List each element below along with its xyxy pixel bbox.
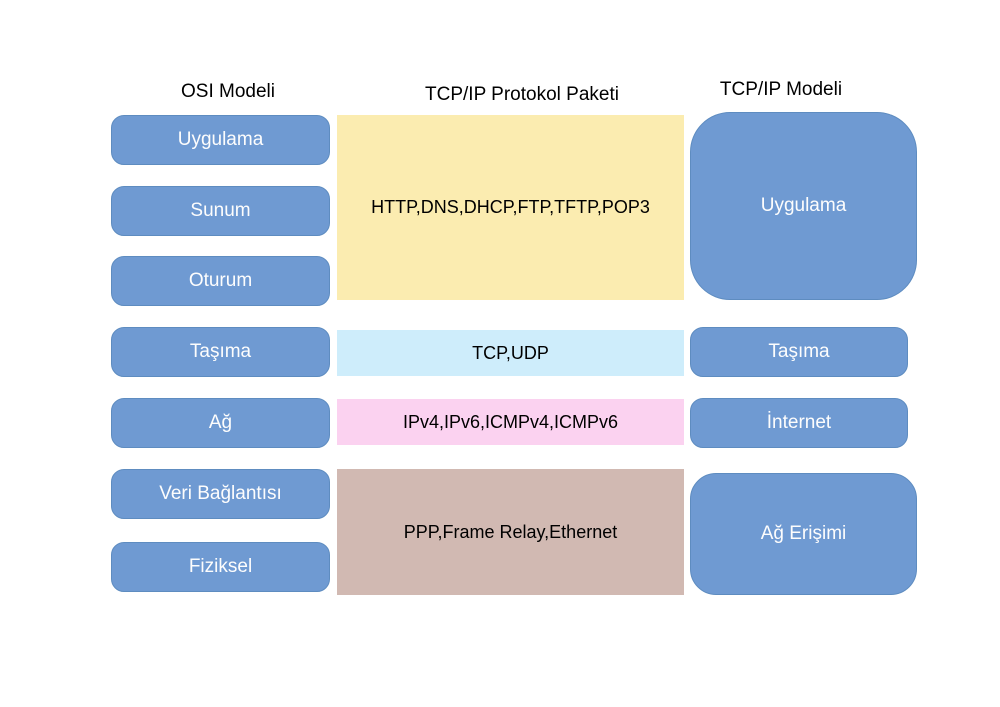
osi-model-header: OSI Modeli (181, 81, 275, 102)
tcpip-layer-transport: Taşıma (690, 327, 908, 377)
protocol-group-transport: TCP,UDP (337, 330, 684, 376)
tcpip-layer-internet: İnternet (690, 398, 908, 448)
protocol-group-network-access: PPP,Frame Relay,Ethernet (337, 469, 684, 595)
tcpip-layer-network-access: Ağ Erişimi (690, 473, 917, 595)
osi-layer-application: Uygulama (111, 115, 330, 165)
protocol-group-internet: IPv4,IPv6,ICMPv4,ICMPv6 (337, 399, 684, 445)
osi-layer-physical: Fiziksel (111, 542, 330, 592)
protocol-group-application: HTTP,DNS,DHCP,FTP,TFTP,POP3 (337, 115, 684, 300)
tcpip-layer-application: Uygulama (690, 112, 917, 300)
protocol-suite-header: TCP/IP Protokol Paketi (425, 84, 619, 105)
osi-layer-presentation: Sunum (111, 186, 330, 236)
osi-layer-network: Ağ (111, 398, 330, 448)
osi-layer-datalink: Veri Bağlantısı (111, 469, 330, 519)
tcpip-model-header: TCP/IP Modeli (719, 79, 843, 100)
osi-layer-session: Oturum (111, 256, 330, 306)
osi-layer-transport: Taşıma (111, 327, 330, 377)
